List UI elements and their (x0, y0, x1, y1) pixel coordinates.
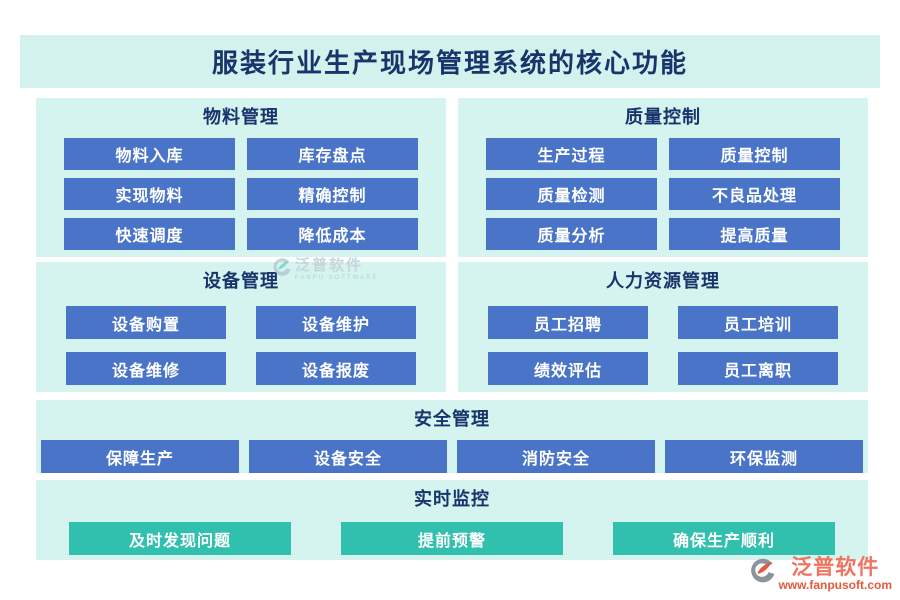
button-employee-resignation[interactable]: 员工离职 (678, 352, 838, 385)
panel-hr-management: 人力资源管理 员工招聘 员工培训 绩效评估 员工离职 (458, 262, 868, 392)
button-ensure-smooth-production[interactable]: 确保生产顺利 (613, 522, 835, 555)
footer-logo: 泛普软件 www.fanpusoft.com (749, 557, 892, 592)
button-production-process[interactable]: 生产过程 (486, 138, 657, 170)
button-timely-problem-detection[interactable]: 及时发现问题 (69, 522, 291, 555)
button-material-realize[interactable]: 实现物料 (64, 178, 235, 210)
panel-title-quality: 质量控制 (625, 107, 701, 127)
monitor-button-grid: 及时发现问题 提前预警 确保生产顺利 (36, 522, 868, 555)
button-material-inbound[interactable]: 物料入库 (64, 138, 235, 170)
button-equipment-purchase[interactable]: 设备购置 (66, 306, 226, 339)
panel-material-management: 物料管理 物料入库 库存盘点 实现物料 精确控制 快速调度 降低成本 (36, 98, 446, 257)
footer-brand-text: 泛普软件 (791, 556, 880, 579)
button-defective-handling[interactable]: 不良品处理 (669, 178, 840, 210)
button-employee-recruitment[interactable]: 员工招聘 (488, 306, 648, 339)
button-early-warning[interactable]: 提前预警 (341, 522, 563, 555)
panel-title-material: 物料管理 (203, 107, 279, 127)
panel-quality-control: 质量控制 生产过程 质量控制 质量检测 不良品处理 质量分析 提高质量 (458, 98, 868, 257)
panel-safety-management: 安全管理 保障生产 设备安全 消防安全 环保监测 (36, 400, 868, 473)
quality-button-grid: 生产过程 质量控制 质量检测 不良品处理 质量分析 提高质量 (486, 138, 840, 250)
panel-realtime-monitoring: 实时监控 及时发现问题 提前预警 确保生产顺利 (36, 480, 868, 560)
footer-website-text: www.fanpusoft.com (778, 578, 892, 592)
fanpu-logo-icon (749, 557, 776, 589)
button-equipment-scrap[interactable]: 设备报废 (256, 352, 416, 385)
material-button-grid: 物料入库 库存盘点 实现物料 精确控制 快速调度 降低成本 (64, 138, 418, 250)
panel-title-equipment: 设备管理 (203, 271, 279, 291)
button-quality-analysis[interactable]: 质量分析 (486, 218, 657, 250)
button-production-guarantee[interactable]: 保障生产 (41, 440, 239, 473)
button-quality-inspection[interactable]: 质量检测 (486, 178, 657, 210)
button-performance-evaluation[interactable]: 绩效评估 (488, 352, 648, 385)
button-fast-dispatch[interactable]: 快速调度 (64, 218, 235, 250)
button-equipment-maintenance[interactable]: 设备维护 (256, 306, 416, 339)
button-environmental-monitoring[interactable]: 环保监测 (665, 440, 863, 473)
button-equipment-repair[interactable]: 设备维修 (66, 352, 226, 385)
button-precise-control[interactable]: 精确控制 (247, 178, 418, 210)
button-employee-training[interactable]: 员工培训 (678, 306, 838, 339)
button-equipment-safety[interactable]: 设备安全 (249, 440, 447, 473)
panel-title-safety: 安全管理 (414, 409, 490, 429)
panel-title-monitor: 实时监控 (414, 489, 490, 509)
page-title: 服装行业生产现场管理系统的核心功能 (20, 35, 880, 88)
equipment-button-grid: 设备购置 设备维护 设备维修 设备报废 (66, 306, 416, 385)
button-fire-safety[interactable]: 消防安全 (457, 440, 655, 473)
hr-button-grid: 员工招聘 员工培训 绩效评估 员工离职 (488, 306, 838, 385)
panel-title-hr: 人力资源管理 (606, 271, 720, 291)
panel-equipment-management: 设备管理 设备购置 设备维护 设备维修 设备报废 (36, 262, 446, 392)
button-quality-control[interactable]: 质量控制 (669, 138, 840, 170)
button-cost-reduction[interactable]: 降低成本 (247, 218, 418, 250)
safety-button-grid: 保障生产 设备安全 消防安全 环保监测 (41, 440, 863, 473)
button-inventory-count[interactable]: 库存盘点 (247, 138, 418, 170)
button-quality-improve[interactable]: 提高质量 (669, 218, 840, 250)
